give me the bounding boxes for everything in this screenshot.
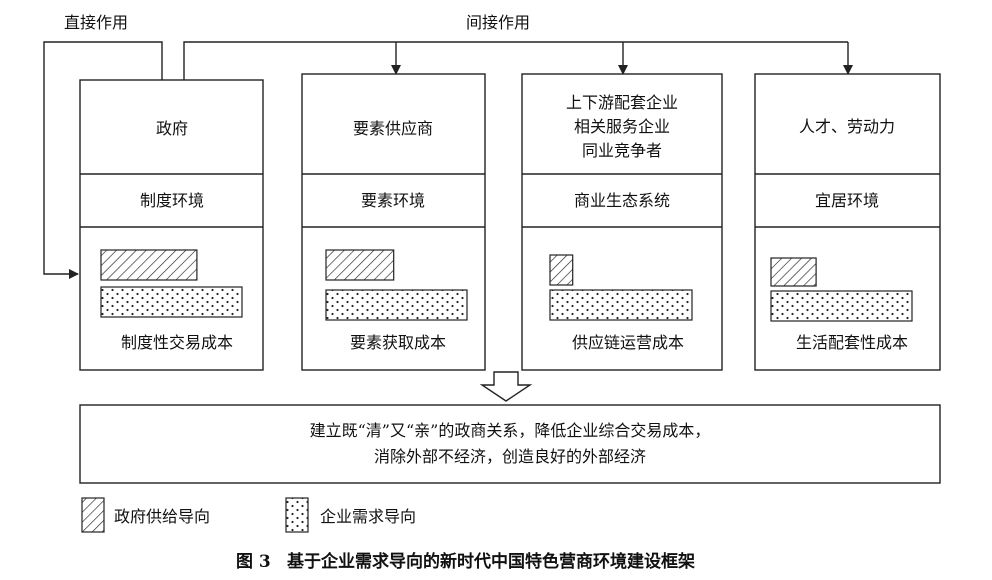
column-livability: 人才、劳动力 宜居环境 生活配套性成本 <box>754 73 941 371</box>
direct-effect-arrow <box>43 41 163 279</box>
government-supply-bar <box>549 254 574 286</box>
actor-text: 政府 <box>156 119 188 138</box>
actor-text: 相关服务企业 <box>574 117 670 136</box>
conclusion-box: 建立既“清”又“亲”的政商关系，降低企业综合交易成本， 消除外部不经济，创造良好… <box>79 404 941 484</box>
government-supply-bar <box>770 257 817 287</box>
legend-enterprise-demand: 企业需求导向 <box>320 507 416 526</box>
column-factor-suppliers: 要素供应商 要素环境 要素获取成本 <box>301 73 486 371</box>
enterprise-demand-bar <box>770 290 913 322</box>
legend-hatch-swatch <box>81 497 105 533</box>
environment-label: 要素环境 <box>361 191 425 210</box>
indirect-effect-label: 间接作用 <box>466 13 530 32</box>
actor-text: 要素供应商 <box>353 119 433 138</box>
actor-text: 人才、劳动力 <box>799 117 895 136</box>
cost-label: 生活配套性成本 <box>796 333 908 352</box>
legend-dots-swatch <box>285 497 309 533</box>
legend-government-supply: 政府供给导向 <box>114 507 210 526</box>
column-government: 政府 制度环境 制度性交易成本 <box>79 79 264 371</box>
indirect-effect-arrows <box>183 41 853 80</box>
figure-title: 基于企业需求导向的新时代中国特色营商环境建设框架 <box>286 551 695 572</box>
enterprise-demand-bar <box>325 289 468 321</box>
direct-effect-label: 直接作用 <box>64 13 128 32</box>
actor-text: 同业竞争者 <box>582 141 662 160</box>
government-supply-bar <box>100 249 198 281</box>
cost-label: 制度性交易成本 <box>121 333 233 352</box>
cost-label: 要素获取成本 <box>350 333 446 352</box>
down-arrow-icon <box>479 371 533 402</box>
environment-label: 制度环境 <box>140 191 204 210</box>
cost-label: 供应链运营成本 <box>572 333 684 352</box>
figure-number: 图 3 <box>236 552 271 572</box>
enterprise-demand-bar <box>100 286 243 318</box>
environment-label: 宜居环境 <box>815 191 879 210</box>
government-supply-bar <box>325 249 395 281</box>
enterprise-demand-bar <box>549 289 693 321</box>
legend: 政府供给导向 企业需求导向 <box>81 497 416 533</box>
conclusion-line-1: 建立既“清”又“亲”的政商关系，降低企业综合交易成本， <box>310 421 711 440</box>
environment-label: 商业生态系统 <box>574 191 670 210</box>
conclusion-line-2: 消除外部不经济，创造良好的外部经济 <box>374 447 646 466</box>
actor-text: 上下游配套企业 <box>566 93 678 112</box>
column-business-ecosystem: 上下游配套企业 相关服务企业 同业竞争者 商业生态系统 供应链运营成本 <box>521 73 723 371</box>
